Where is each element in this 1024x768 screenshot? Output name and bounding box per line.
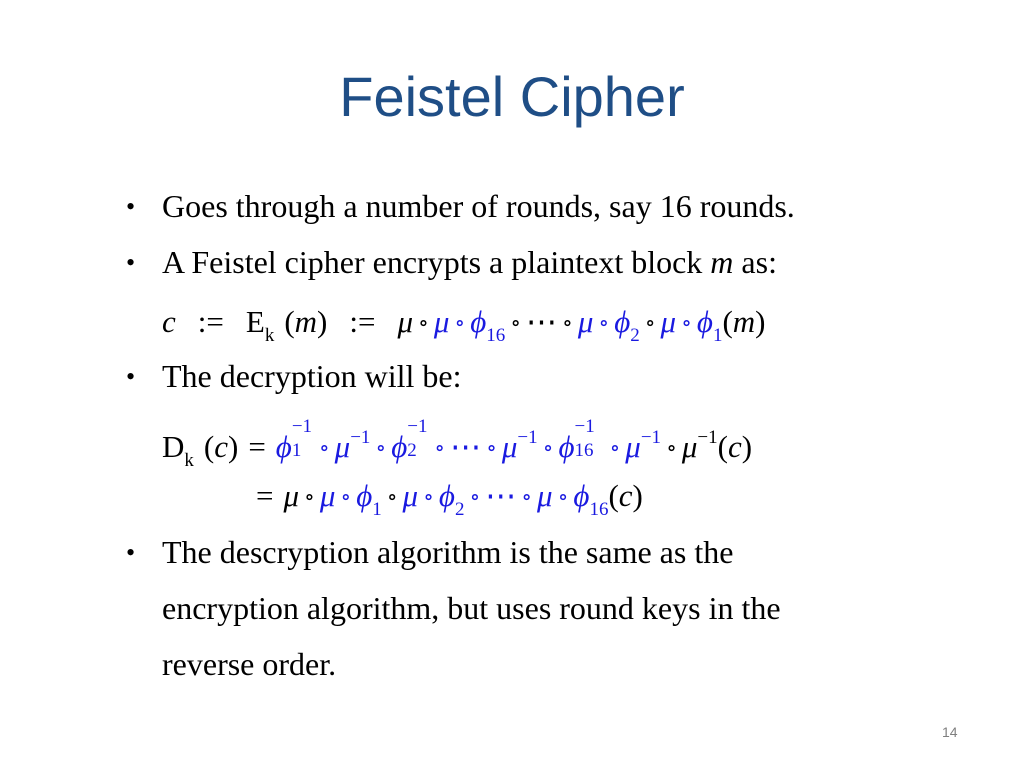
bullet-icon: • [126, 192, 136, 221]
decryption-equation-line-2: =μ∘μ∘ϕ1∘μ∘ϕ2∘⋯∘μ∘ϕ16(c) [256, 478, 643, 520]
bullet-algorithm-line-2: encryption algorithm, but uses round key… [162, 590, 781, 626]
bullet-text-line-1: The descryption algorithm is the same as… [162, 534, 734, 570]
bullet-rounds: • Goes through a number of rounds, say 16… [126, 186, 795, 227]
var-m: m [710, 244, 734, 280]
bullet-algorithm: • The descryption algorithm is the same a… [126, 532, 733, 573]
encryption-equation: c:=Ek(m):=μ∘μ∘ϕ16∘⋯∘μ∘ϕ2∘μ∘ϕ1(m) [162, 304, 766, 346]
bullet-decryption: • The decryption will be: [126, 356, 461, 397]
bullet-text: Goes through a number of rounds, say 16 … [162, 188, 795, 224]
bullet-encryption: • A Feistel cipher encrypts a plaintext b… [126, 242, 777, 283]
bullet-icon: • [126, 362, 136, 391]
bullet-text-before: A Feistel cipher encrypts a plaintext bl… [162, 244, 711, 280]
page-number: 14 [942, 724, 958, 740]
bullet-icon: • [126, 538, 136, 567]
bullet-text: The decryption will be: [162, 358, 462, 394]
bullet-icon: • [126, 248, 136, 277]
bullet-text-after: as: [733, 244, 777, 280]
slide-title: Feistel Cipher [339, 65, 685, 128]
bullet-algorithm-line-3: reverse order. [162, 646, 337, 682]
